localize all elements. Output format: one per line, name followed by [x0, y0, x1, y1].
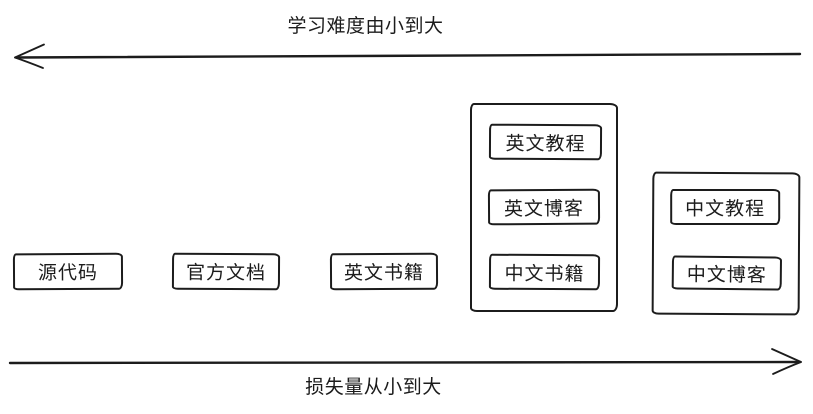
- box-official-docs-label: 官方文档: [185, 261, 267, 285]
- box-chinese-books: 中文书籍: [488, 253, 601, 291]
- box-english-tutorials-label: 英文教程: [505, 132, 586, 155]
- right-arrow-icon: [8, 348, 802, 375]
- box-english-blogs: 英文博客: [487, 188, 601, 226]
- box-chinese-books-label: 中文书籍: [504, 262, 585, 285]
- group-box-chinese: 中文教程 中文博客: [651, 171, 801, 316]
- box-chinese-tutorials: 中文教程: [670, 188, 781, 226]
- box-source-code-label: 源代码: [37, 261, 99, 285]
- top-axis-label: 学习难度由小到大: [287, 15, 444, 37]
- box-chinese-tutorials-label: 中文教程: [685, 197, 766, 220]
- box-english-books: 英文书籍: [329, 252, 439, 291]
- box-english-books-label: 英文书籍: [343, 261, 425, 285]
- box-chinese-blogs: 中文博客: [671, 255, 783, 291]
- box-official-docs: 官方文档: [171, 252, 281, 291]
- left-arrow-icon: [14, 43, 802, 69]
- bottom-axis-label: 损失量从小到大: [305, 376, 442, 398]
- group-box-english-chinese-books: 英文教程 英文博客 中文书籍: [470, 103, 618, 312]
- box-chinese-blogs-label: 中文博客: [686, 263, 767, 286]
- box-english-tutorials: 英文教程: [488, 123, 603, 161]
- box-english-blogs-label: 英文博客: [503, 197, 585, 220]
- box-source-code: 源代码: [12, 252, 124, 291]
